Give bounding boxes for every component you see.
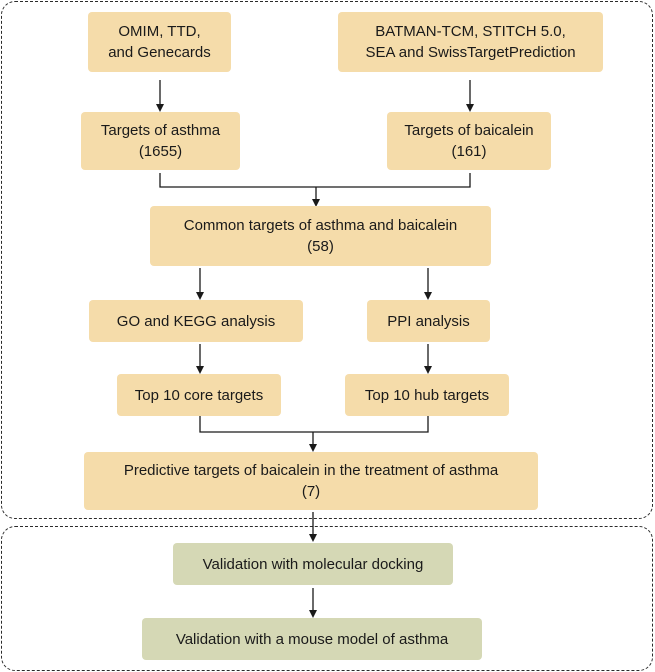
box-line: PPI analysis [387,312,470,330]
box-top-hub-targets: Top 10 hub targets [345,374,509,416]
validation-group-frame [1,526,653,671]
box-line: OMIM, TTD, [118,23,201,40]
box-line: (58) [307,238,334,255]
box-line: (1655) [138,143,183,160]
box-molecular-docking: Validation with molecular docking [173,543,453,585]
box-line: Top 10 hub targets [364,386,490,404]
box-line: SEA and SwissTargetPrediction [365,44,576,61]
box-line: Predictive targets of baicalein in the t… [123,462,499,479]
box-top-core-targets: Top 10 core targets [117,374,281,416]
box-mouse-model: Validation with a mouse model of asthma [142,618,482,660]
box-targets-baicalein: Targets of baicalein (161) [387,112,551,170]
box-line: Targets of asthma [100,122,221,139]
box-targets-asthma: Targets of asthma (1655) [81,112,240,170]
box-line: (161) [451,143,487,160]
box-predictive-targets: Predictive targets of baicalein in the t… [84,452,538,510]
box-go-kegg-analysis: GO and KEGG analysis [89,300,303,342]
box-line: Top 10 core targets [134,386,264,404]
box-common-targets: Common targets of asthma and baicalein (… [150,206,491,266]
box-ppi-analysis: PPI analysis [367,300,490,342]
analysis-group-frame [1,1,653,519]
box-line: BATMAN-TCM, STITCH 5.0, [375,23,566,40]
box-line: Validation with molecular docking [202,555,424,573]
box-line: Validation with a mouse model of asthma [175,630,449,648]
box-line: and Genecards [108,44,211,61]
box-line: Common targets of asthma and baicalein [183,217,458,234]
box-disease-databases: OMIM, TTD, and Genecards [88,12,231,72]
box-compound-databases: BATMAN-TCM, STITCH 5.0, SEA and SwissTar… [338,12,603,72]
box-line: GO and KEGG analysis [116,312,276,330]
box-line: Targets of baicalein [404,122,534,139]
box-line: (7) [301,483,321,500]
